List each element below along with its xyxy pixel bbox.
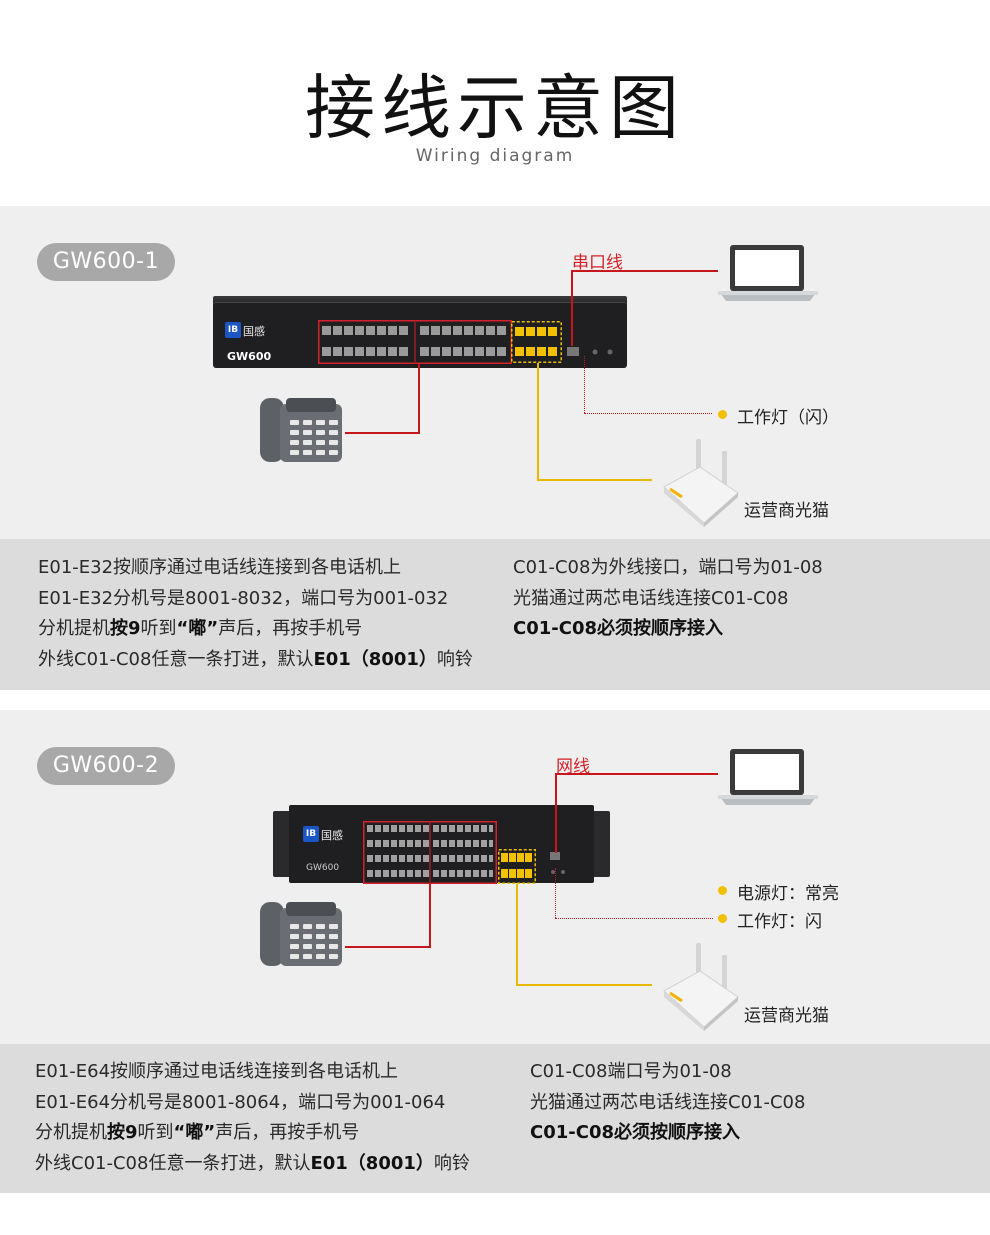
status-light-line bbox=[555, 868, 556, 918]
serial-cable-line bbox=[571, 270, 718, 272]
extension-cable-line bbox=[429, 883, 431, 948]
extension-ports-e01-e32 bbox=[318, 320, 512, 364]
desk-phone-icon bbox=[260, 398, 342, 462]
extension-cable-line bbox=[345, 946, 431, 948]
info-left-column: E01-E64按顺序通过电话线连接到各电话机上 E01-E64分机号是8001-… bbox=[35, 1057, 470, 1179]
info-line: 光猫通过两芯电话线连接C01-C08 bbox=[530, 1091, 806, 1113]
status-light-label: 工作灯（闪） bbox=[737, 408, 839, 428]
extension-cable-line bbox=[418, 364, 420, 434]
extension-cable-line bbox=[345, 432, 420, 434]
model-badge: GW600-2 bbox=[37, 747, 175, 785]
page-header: 接线示意图 Wiring diagram bbox=[0, 0, 990, 206]
info-text: 听到 bbox=[140, 618, 177, 639]
extension-ports-e01-e64 bbox=[363, 821, 497, 884]
info-text: 听到 bbox=[137, 1122, 174, 1143]
modem-label: 运营商光猫 bbox=[744, 1006, 829, 1026]
network-cable-label: 网线 bbox=[556, 757, 590, 777]
info-text: 分机提机 bbox=[38, 618, 110, 639]
trunk-cable-line bbox=[537, 479, 652, 481]
optical-modem-icon bbox=[663, 439, 739, 527]
info-line: E01-E64按顺序通过电话线连接到各电话机上 bbox=[35, 1061, 399, 1082]
info-text: 分机提机 bbox=[35, 1122, 107, 1143]
page-subtitle: Wiring diagram bbox=[415, 146, 575, 166]
brand-name: 国感 bbox=[243, 325, 265, 338]
info-right-column: C01-C08为外线接口，端口号为01-08 光猫通过两芯电话线连接C01-C0… bbox=[513, 553, 823, 645]
modem-label: 运营商光猫 bbox=[744, 501, 829, 521]
info-line: E01-E32按顺序通过电话线连接到各电话机上 bbox=[38, 557, 402, 578]
desk-phone-icon bbox=[260, 902, 342, 966]
info-text: 外线C01-C08任意一条打进，默认 bbox=[38, 648, 314, 670]
info-right-column: C01-C08端口号为01-08 光猫通过两芯电话线连接C01-C08 C01-… bbox=[530, 1057, 805, 1149]
network-cable-line bbox=[555, 773, 557, 853]
status-dot-icon bbox=[718, 886, 727, 895]
serial-port-and-leds bbox=[567, 347, 613, 356]
serial-cable-label: 串口线 bbox=[572, 253, 623, 273]
info-emphasis: E01（8001） bbox=[313, 648, 437, 670]
brand-name: 国感 bbox=[321, 829, 343, 842]
status-dot-icon bbox=[718, 410, 727, 419]
info-emphasis: “嘟” bbox=[176, 618, 219, 639]
info-emphasis: C01-C08必须按顺序接入 bbox=[530, 1122, 740, 1143]
info-band-gw600-2 bbox=[0, 1044, 990, 1193]
laptop-icon bbox=[718, 749, 818, 805]
info-line: 分机提机按9听到“嘟”声后，再按手机号 bbox=[35, 1118, 470, 1149]
info-text: 声后，再按手机号 bbox=[218, 618, 363, 639]
status-light-label: 工作灯：闪 bbox=[737, 912, 822, 932]
device-model-label: GW600 bbox=[227, 350, 272, 363]
serial-cable-line bbox=[571, 270, 573, 346]
trunk-cable-line bbox=[537, 363, 539, 481]
power-light-label: 电源灯：常亮 bbox=[737, 884, 839, 904]
info-emphasis: “嘟” bbox=[173, 1122, 216, 1143]
rack-ear-right bbox=[592, 811, 610, 877]
info-emphasis: E01（8001） bbox=[310, 1152, 434, 1174]
info-line: 分机提机按9听到“嘟”声后，再按手机号 bbox=[38, 614, 473, 645]
info-line: E01-E32分机号是8001-8032，端口号为001-032 bbox=[38, 587, 449, 609]
status-dot-icon bbox=[718, 914, 727, 923]
info-text: 外线C01-C08任意一条打进，默认 bbox=[35, 1152, 311, 1174]
trunk-cable-line bbox=[516, 984, 652, 986]
device-model-label: GW600 bbox=[306, 863, 340, 873]
network-cable-line bbox=[555, 773, 718, 775]
model-badge: GW600-1 bbox=[37, 243, 175, 281]
info-left-column: E01-E32按顺序通过电话线连接到各电话机上 E01-E32分机号是8001-… bbox=[38, 553, 473, 675]
info-line: 外线C01-C08任意一条打进，默认E01（8001）响铃 bbox=[38, 645, 473, 676]
info-emphasis: C01-C08必须按顺序接入 bbox=[513, 618, 723, 639]
status-light-line bbox=[584, 413, 712, 414]
info-line: C01-C08为外线接口，端口号为01-08 bbox=[513, 557, 823, 578]
trunk-cable-line bbox=[516, 884, 518, 986]
status-light-line bbox=[584, 356, 585, 413]
info-line: 外线C01-C08任意一条打进，默认E01（8001）响铃 bbox=[35, 1149, 470, 1180]
info-line: C01-C08端口号为01-08 bbox=[530, 1061, 732, 1082]
optical-modem-icon bbox=[663, 943, 739, 1031]
trunk-ports-c01-c08 bbox=[511, 321, 562, 363]
info-band-gw600-1 bbox=[0, 539, 990, 690]
info-text: 响铃 bbox=[433, 1152, 470, 1174]
trunk-ports-c01-c08 bbox=[498, 849, 536, 884]
device-top-edge bbox=[213, 296, 627, 306]
status-light-line bbox=[555, 918, 713, 919]
info-emphasis: 按9 bbox=[107, 1122, 138, 1143]
info-emphasis: 按9 bbox=[110, 618, 141, 639]
network-port-and-leds bbox=[550, 852, 565, 874]
brand-logo-icon: IB bbox=[225, 322, 241, 338]
info-line: 光猫通过两芯电话线连接C01-C08 bbox=[513, 587, 789, 609]
rack-ear-left bbox=[273, 811, 291, 877]
info-line: E01-E64分机号是8001-8064，端口号为001-064 bbox=[35, 1091, 446, 1113]
laptop-icon bbox=[718, 245, 818, 301]
info-text: 响铃 bbox=[436, 648, 473, 670]
page-title: 接线示意图 bbox=[305, 67, 685, 149]
brand-logo-icon: IB bbox=[303, 826, 319, 842]
info-text: 声后，再按手机号 bbox=[215, 1122, 360, 1143]
